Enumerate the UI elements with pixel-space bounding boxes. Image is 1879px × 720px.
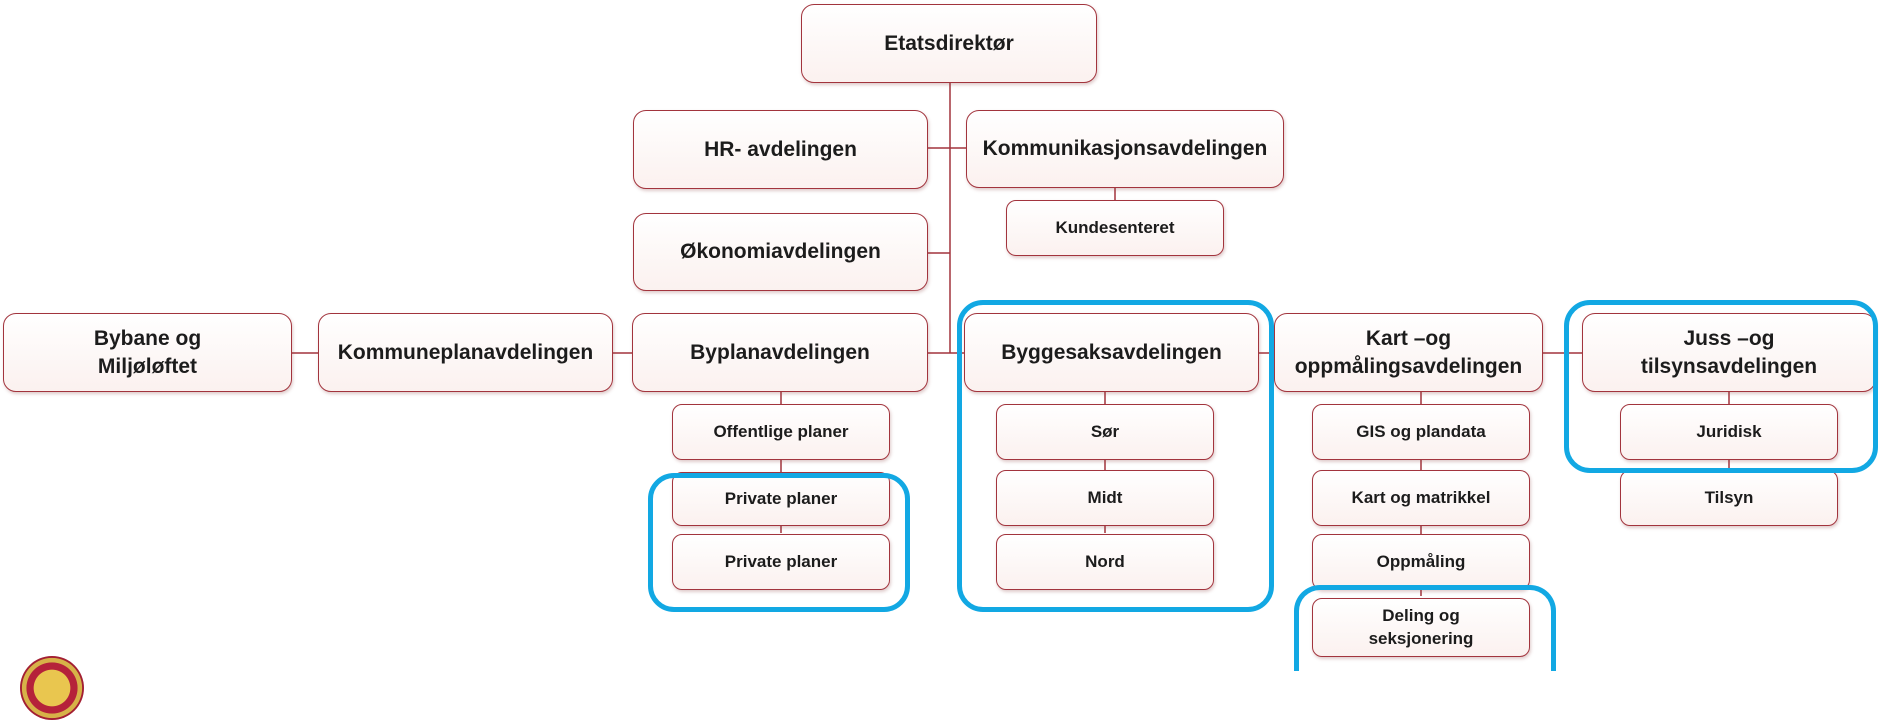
byplan-department-box[interactable]: Byplanavdelingen	[632, 313, 928, 392]
byplan-unit-offentlige-planer[interactable]: Offentlige planer	[672, 404, 890, 460]
byplan-unit-private-planer-2[interactable]: Private planer	[672, 534, 890, 590]
juss-department-box[interactable]: Juss –og tilsynsavdelingen	[1582, 313, 1876, 392]
bybane-department-box[interactable]: Bybane og Miljøløftet	[3, 313, 292, 392]
bergen-coat-of-arms-icon	[20, 656, 84, 720]
director-box[interactable]: Etatsdirektør	[801, 4, 1097, 83]
customer-center-box[interactable]: Kundesenteret	[1006, 200, 1224, 256]
juss-unit-tilsyn[interactable]: Tilsyn	[1620, 470, 1838, 526]
hr-department-box[interactable]: HR- avdelingen	[633, 110, 928, 189]
kart-department-box[interactable]: Kart –og oppmålingsavdelingen	[1274, 313, 1543, 392]
byggesak-unit-nord[interactable]: Nord	[996, 534, 1214, 590]
byplan-unit-private-planer[interactable]: Private planer	[672, 472, 890, 526]
juss-unit-juridisk[interactable]: Juridisk	[1620, 404, 1838, 460]
kart-unit-oppmaling[interactable]: Oppmåling	[1312, 534, 1530, 590]
kart-unit-gis-og-plandata[interactable]: GIS og plandata	[1312, 404, 1530, 460]
byggesak-unit-sor[interactable]: Sør	[996, 404, 1214, 460]
byggesak-unit-midt[interactable]: Midt	[996, 470, 1214, 526]
economy-department-box[interactable]: Økonomiavdelingen	[633, 213, 928, 291]
communication-department-box[interactable]: Kommunikasjonsavdelingen	[966, 110, 1284, 188]
kart-unit-kart-og-matrikkel[interactable]: Kart og matrikkel	[1312, 470, 1530, 526]
kart-unit-deling-og-seksjonering[interactable]: Deling og seksjonering	[1312, 598, 1530, 657]
byggesak-department-box[interactable]: Byggesaksavdelingen	[964, 313, 1259, 392]
kommuneplan-department-box[interactable]: Kommuneplanavdelingen	[318, 313, 613, 392]
